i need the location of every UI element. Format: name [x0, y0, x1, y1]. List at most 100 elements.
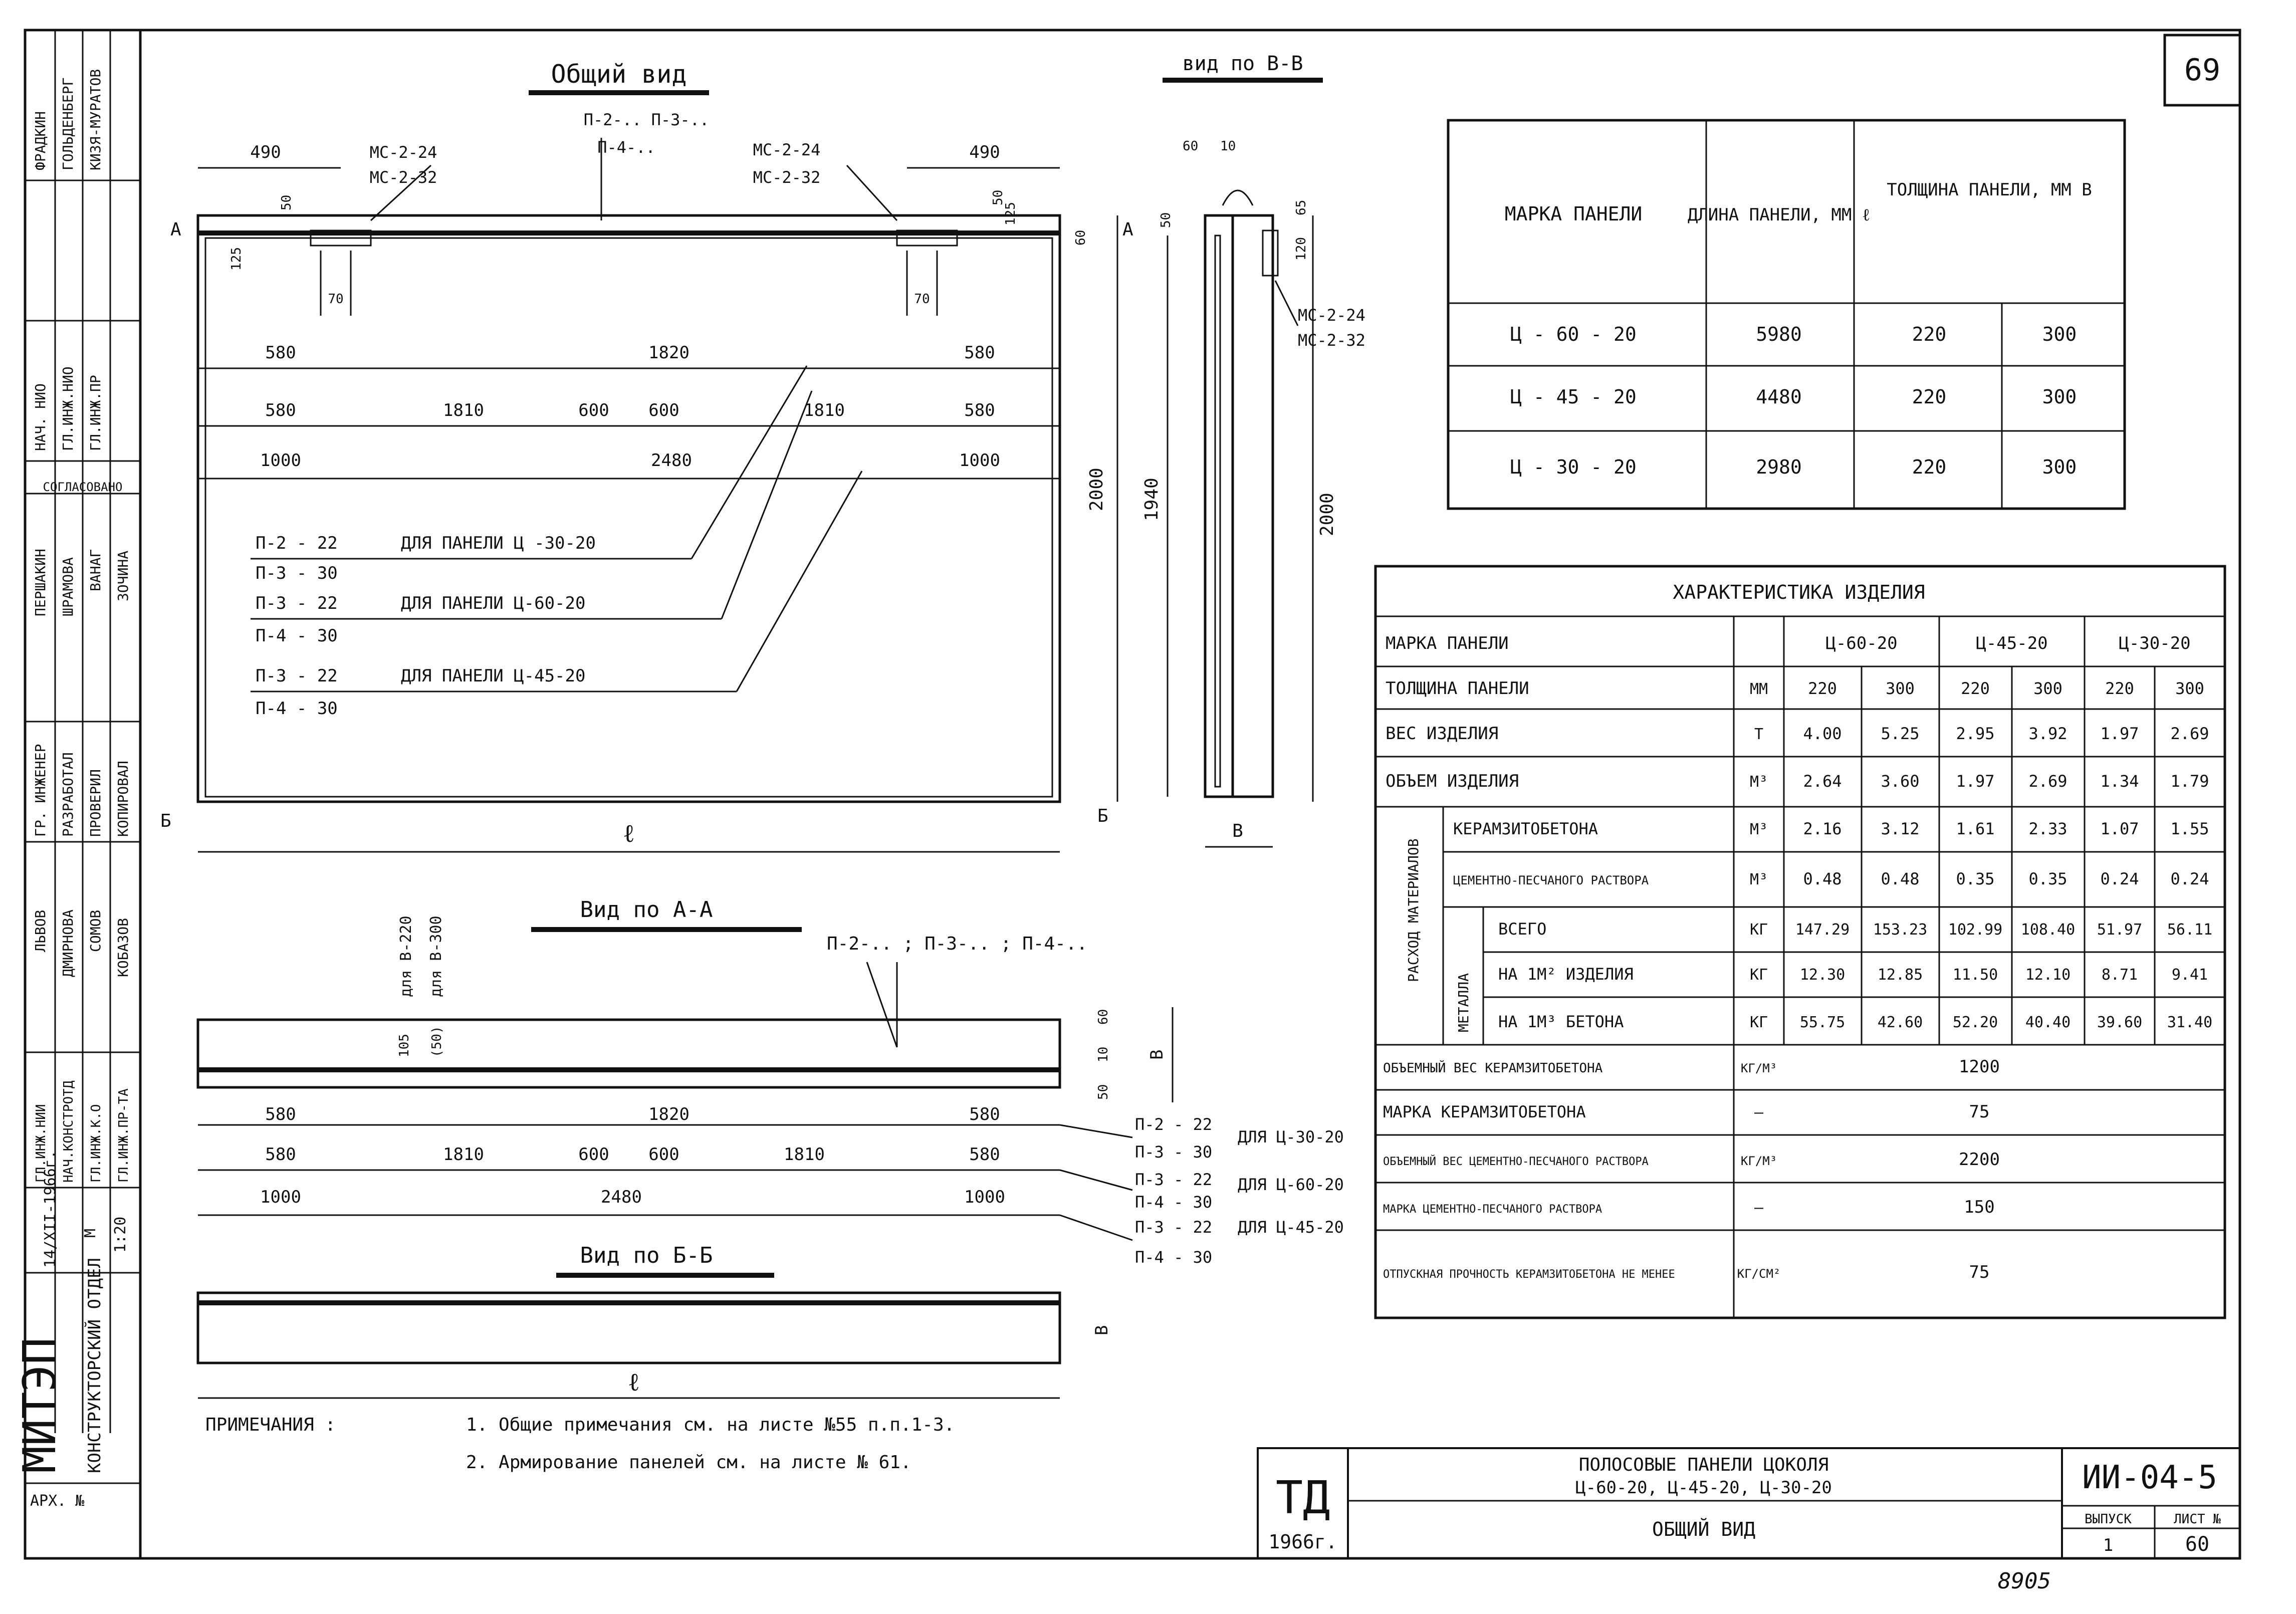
svg-text:ЛИСТ №: ЛИСТ №: [2174, 1512, 2221, 1527]
svg-text:КГ: КГ: [1750, 1014, 1768, 1031]
svg-text:В: В: [1147, 1050, 1167, 1060]
svg-text:580: 580: [265, 1104, 296, 1124]
tb-name1: ПОЛОСОВЫЕ ПАНЕЛИ ЦОКОЛЯ: [1579, 1455, 1829, 1475]
svg-text:КГ/М³: КГ/М³: [1741, 1061, 1777, 1075]
svg-text:3.12: 3.12: [1881, 819, 1919, 838]
svg-text:580: 580: [265, 343, 296, 363]
stamp-role-3: ГЛ.ИНЖ.ПР: [87, 375, 104, 451]
svg-text:40.40: 40.40: [2025, 1014, 2071, 1031]
svg-text:1200: 1200: [1959, 1057, 2000, 1077]
svg-text:9.41: 9.41: [2172, 966, 2208, 984]
svg-text:12.30: 12.30: [1800, 966, 1845, 984]
svg-text:2.16: 2.16: [1803, 819, 1842, 838]
stamp-role-1: НАЧ. НИО: [32, 383, 49, 451]
svg-text:300: 300: [2042, 323, 2077, 345]
tb-org: ТД: [1276, 1472, 1330, 1524]
svg-text:А: А: [170, 219, 181, 240]
svg-text:1810: 1810: [443, 400, 484, 420]
title-block: ТД 1966г. ПОЛОСОВЫЕ ПАНЕЛИ ЦОКОЛЯ Ц-60-2…: [1257, 1447, 2241, 1594]
svg-text:П-4-..: П-4-..: [597, 138, 655, 157]
svg-text:580: 580: [265, 400, 296, 420]
stamp-name-8: ЛЬВОВ: [32, 910, 49, 952]
svg-text:70: 70: [328, 292, 343, 307]
svg-text:1810: 1810: [804, 400, 845, 420]
svg-text:Т: Т: [1754, 726, 1763, 743]
svg-text:300: 300: [1886, 679, 1915, 698]
stamp-role-9: КОПИРОВАЛ: [115, 761, 131, 837]
svg-text:108.40: 108.40: [2021, 921, 2075, 939]
svg-text:12.85: 12.85: [1878, 966, 1923, 984]
characteristics-table: ХАРАКТЕРИСТИКА ИЗДЕЛИЯ РАСХОД МАТЕРИАЛОВ…: [1374, 565, 2226, 1319]
svg-text:ДЛЯ Ц-60-20: ДЛЯ Ц-60-20: [1238, 1175, 1344, 1194]
svg-text:2980: 2980: [1756, 456, 1802, 478]
svg-text:Ц-30-20: Ц-30-20: [2119, 633, 2190, 653]
svg-text:П-3 - 30: П-3 - 30: [1135, 1142, 1212, 1162]
svg-text:П-2 - 22: П-2 - 22: [1135, 1115, 1212, 1134]
notes-label: ПРИМЕЧАНИЯ :: [205, 1415, 336, 1435]
svg-text:8.71: 8.71: [2102, 966, 2138, 984]
svg-text:ℓ: ℓ: [628, 1367, 640, 1397]
svg-text:600: 600: [578, 1144, 609, 1165]
tb-code: ИИ-04-5: [2082, 1459, 2217, 1496]
svg-text:ОБЪЕМНЫЙ ВЕС ЦЕМЕНТНО-ПЕСЧАНОГ: ОБЪЕМНЫЙ ВЕС ЦЕМЕНТНО-ПЕСЧАНОГО РАСТВОРА: [1383, 1155, 1649, 1168]
svg-text:П-2-.. П-3-..: П-2-.. П-3-..: [584, 110, 709, 129]
svg-text:2.69: 2.69: [2028, 772, 2067, 791]
svg-text:1.34: 1.34: [2100, 772, 2139, 791]
svg-text:0.35: 0.35: [1956, 869, 1994, 888]
svg-text:490: 490: [969, 142, 1000, 162]
svg-text:55.75: 55.75: [1800, 1014, 1845, 1031]
svg-text:для В-220: для В-220: [397, 915, 415, 997]
svg-text:52.20: 52.20: [1953, 1014, 1998, 1031]
svg-text:1.79: 1.79: [2170, 772, 2209, 791]
svg-text:490: 490: [250, 142, 281, 162]
svg-text:ℓ: ℓ: [623, 819, 635, 848]
svg-text:300: 300: [2033, 679, 2062, 698]
stamp-org: МИТЭП: [14, 1337, 66, 1473]
stamp-role-6: ГР. ИНЖЕНЕР: [32, 744, 49, 837]
svg-text:3.92: 3.92: [2028, 724, 2067, 743]
svg-text:1000: 1000: [959, 450, 1000, 471]
view-bb-title: вид по В-В: [1183, 52, 1303, 75]
svg-text:3.60: 3.60: [1881, 772, 1919, 791]
svg-text:П-2-.. ; П-3-.. ; П-4-..: П-2-.. ; П-3-.. ; П-4-..: [827, 934, 1087, 954]
svg-text:5.25: 5.25: [1881, 724, 1919, 743]
svg-text:П-3 - 22: П-3 - 22: [256, 593, 338, 613]
svg-text:П-4 - 30: П-4 - 30: [1135, 1248, 1212, 1267]
svg-text:220: 220: [1912, 456, 1947, 478]
svg-text:1940: 1940: [1141, 478, 1162, 521]
stamp-name-6: ВАНАГ: [87, 549, 104, 591]
svg-text:1820: 1820: [648, 1104, 690, 1124]
stamp-name-4: ПЕРШАКИН: [32, 549, 49, 616]
svg-text:ОБЪЕМНЫЙ ВЕС КЕРАМЗИТОБЕТОНА: ОБЪЕМНЫЙ ВЕС КЕРАМЗИТОБЕТОНА: [1383, 1060, 1603, 1076]
svg-text:220: 220: [1961, 679, 1990, 698]
svg-text:В: В: [1092, 1325, 1112, 1335]
svg-text:—: —: [1754, 1104, 1764, 1121]
view-b: Вид по Б-Б ℓ В: [196, 1243, 1112, 1399]
svg-text:МС-2-32: МС-2-32: [1298, 331, 1365, 350]
svg-text:КГ: КГ: [1750, 966, 1768, 984]
stamp-role-13: ГЛ.ИНЖ.ПР-ТА: [116, 1088, 131, 1183]
svg-text:0.48: 0.48: [1803, 869, 1842, 888]
svg-text:МС-2-32: МС-2-32: [370, 168, 437, 187]
svg-text:75: 75: [1969, 1262, 1990, 1282]
svg-text:2.69: 2.69: [2170, 724, 2209, 743]
svg-text:1.07: 1.07: [2100, 819, 2139, 838]
stamp-role-10: ГЛ.ИНЖ.НИИ: [34, 1104, 49, 1183]
svg-text:65: 65: [1294, 200, 1309, 215]
svg-text:М³: М³: [1750, 871, 1768, 888]
svg-text:56.11: 56.11: [2167, 921, 2212, 939]
svg-text:МС-2-24: МС-2-24: [753, 140, 821, 159]
svg-text:0.35: 0.35: [2028, 869, 2067, 888]
svg-text:М³: М³: [1750, 773, 1768, 791]
svg-text:4.00: 4.00: [1803, 724, 1842, 743]
svg-text:ВЕС ИЗДЕЛИЯ: ВЕС ИЗДЕЛИЯ: [1386, 724, 1498, 744]
svg-text:КГ/М³: КГ/М³: [1741, 1154, 1777, 1168]
svg-text:580: 580: [964, 400, 995, 420]
svg-text:РАСХОД МАТЕРИАЛОВ: РАСХОД МАТЕРИАЛОВ: [1405, 838, 1422, 982]
svg-text:П-4 - 30: П-4 - 30: [256, 626, 338, 646]
archive-number: 8905: [1998, 1568, 2051, 1594]
tb-name2: Ц-60-20, Ц-45-20, Ц-30-20: [1575, 1478, 1832, 1498]
marks-table: МАРКА ПАНЕЛИ ДЛИНА ПАНЕЛИ, ММ ℓ ТОЛЩИНА …: [1447, 119, 2126, 510]
svg-text:П-3 - 22: П-3 - 22: [1135, 1218, 1212, 1237]
svg-text:580: 580: [265, 1144, 296, 1165]
